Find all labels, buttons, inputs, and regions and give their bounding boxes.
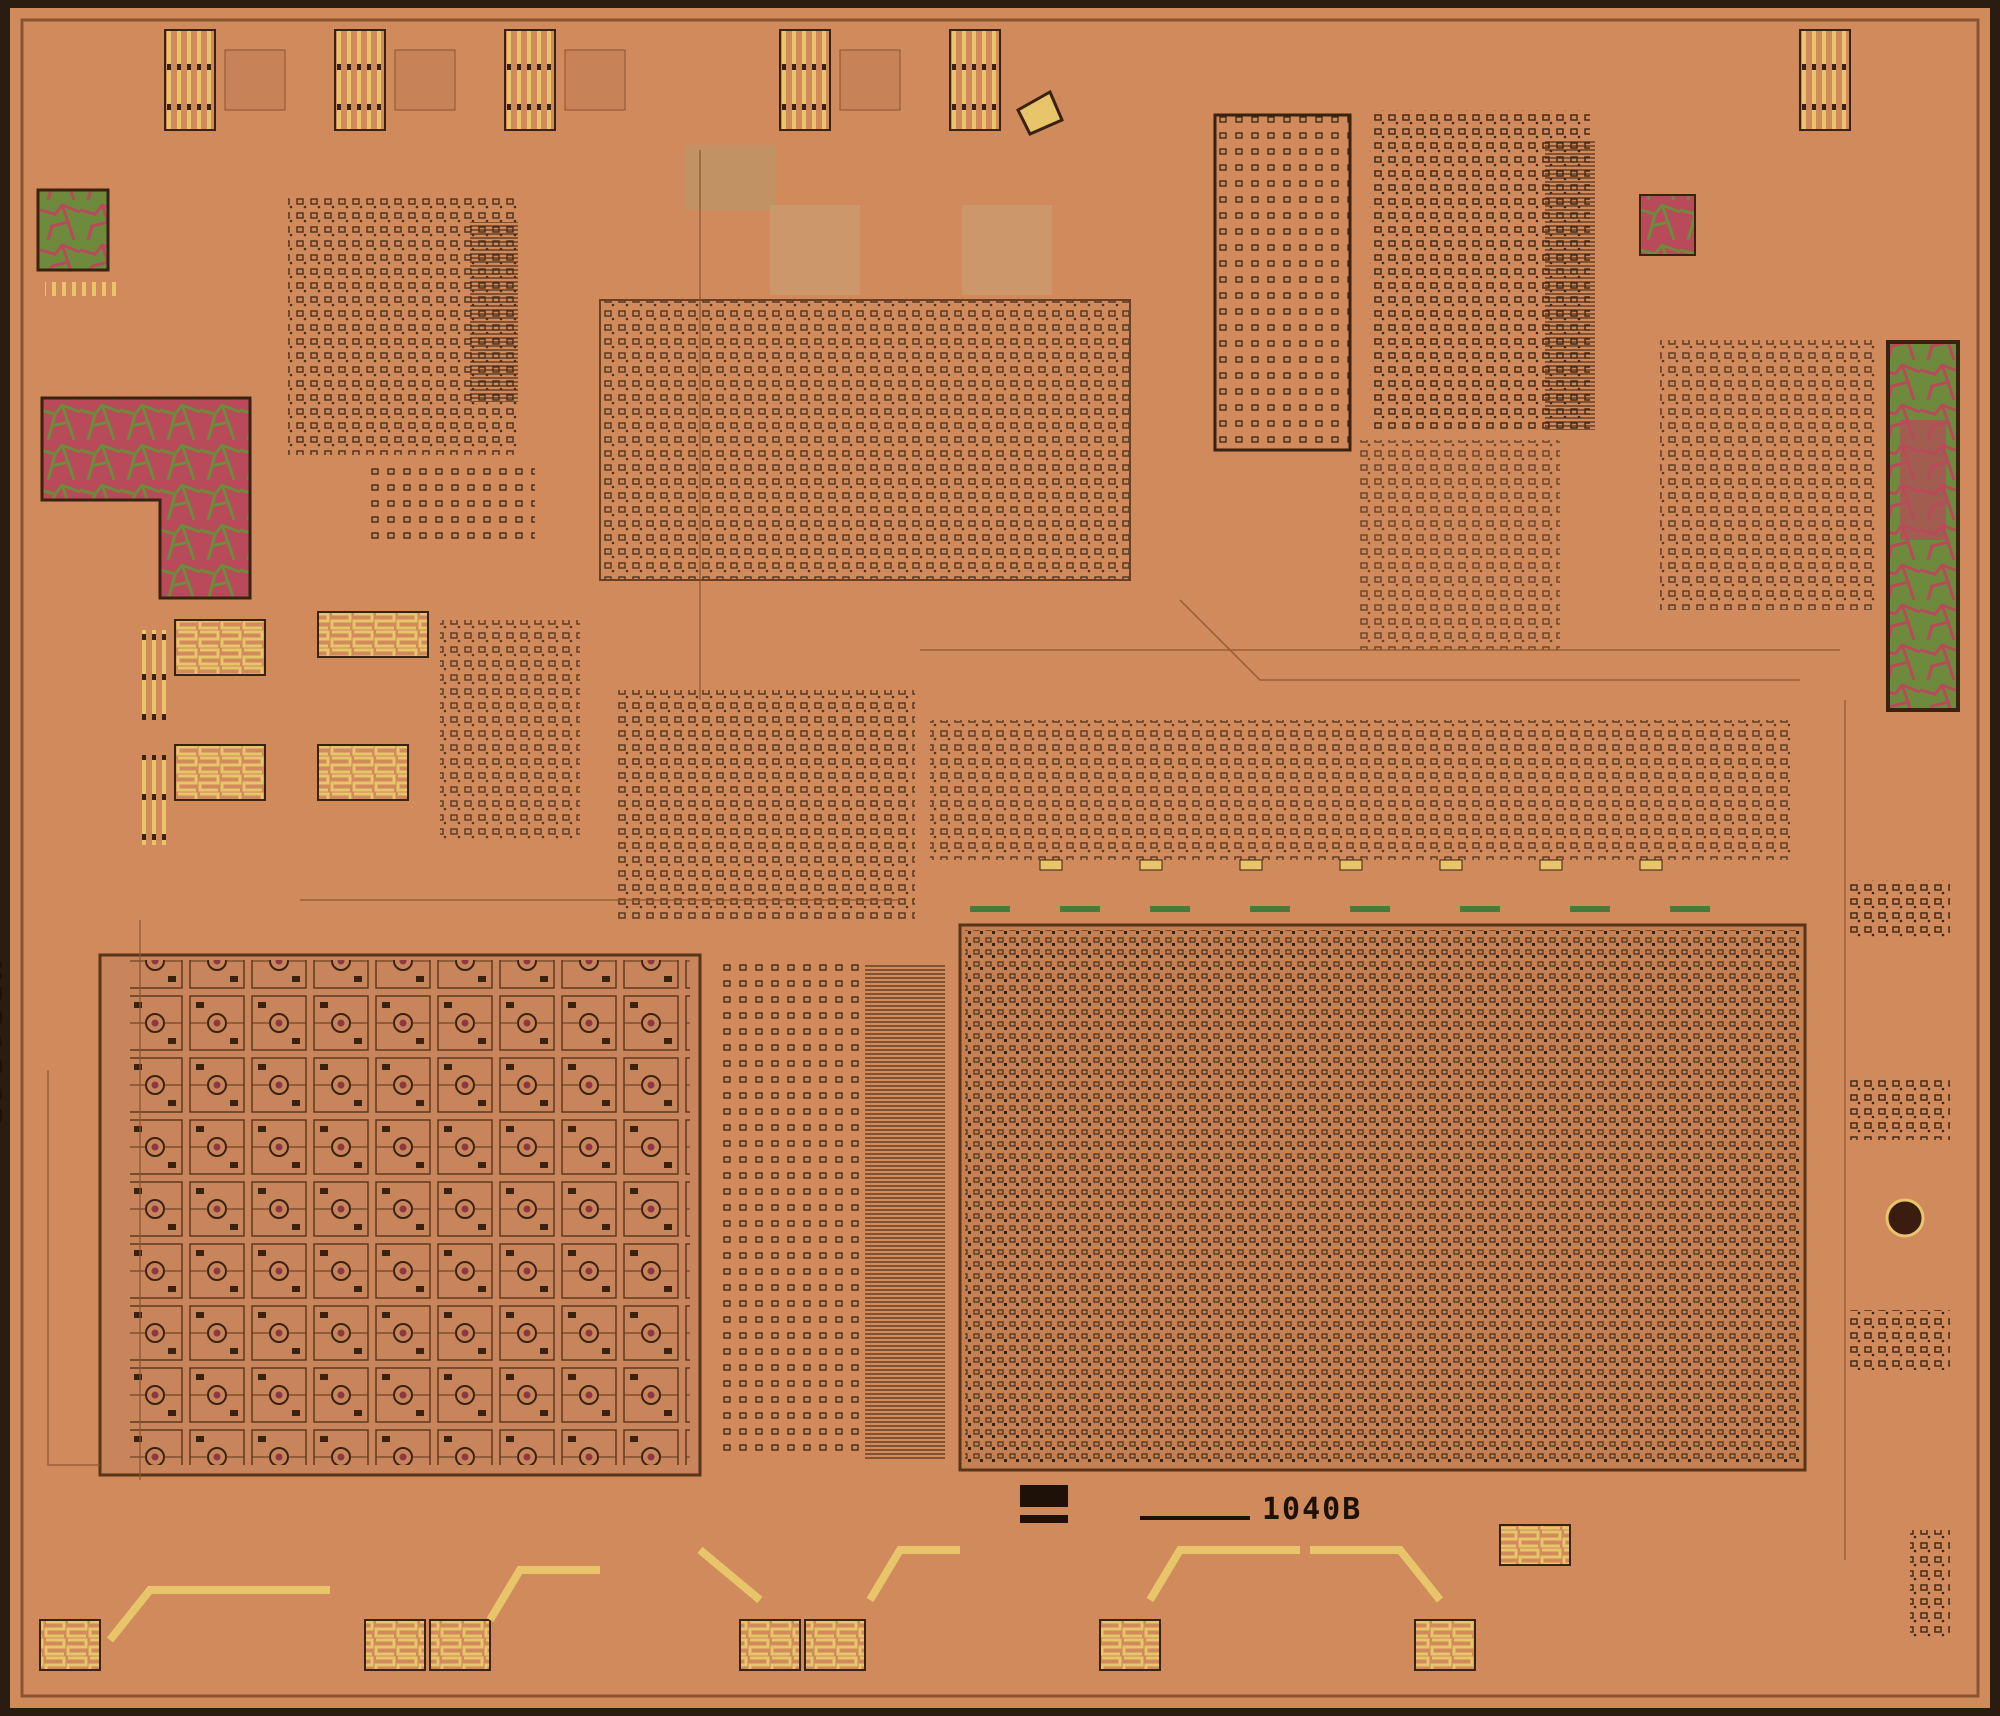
part-number-marking: MP2126R <box>0 960 8 1132</box>
left-mid-components <box>138 611 580 845</box>
top-bond-pads <box>164 29 1851 136</box>
die-code-marking: 1040B <box>1262 1492 1363 1527</box>
bottom-bond-pads <box>39 1524 1950 1671</box>
